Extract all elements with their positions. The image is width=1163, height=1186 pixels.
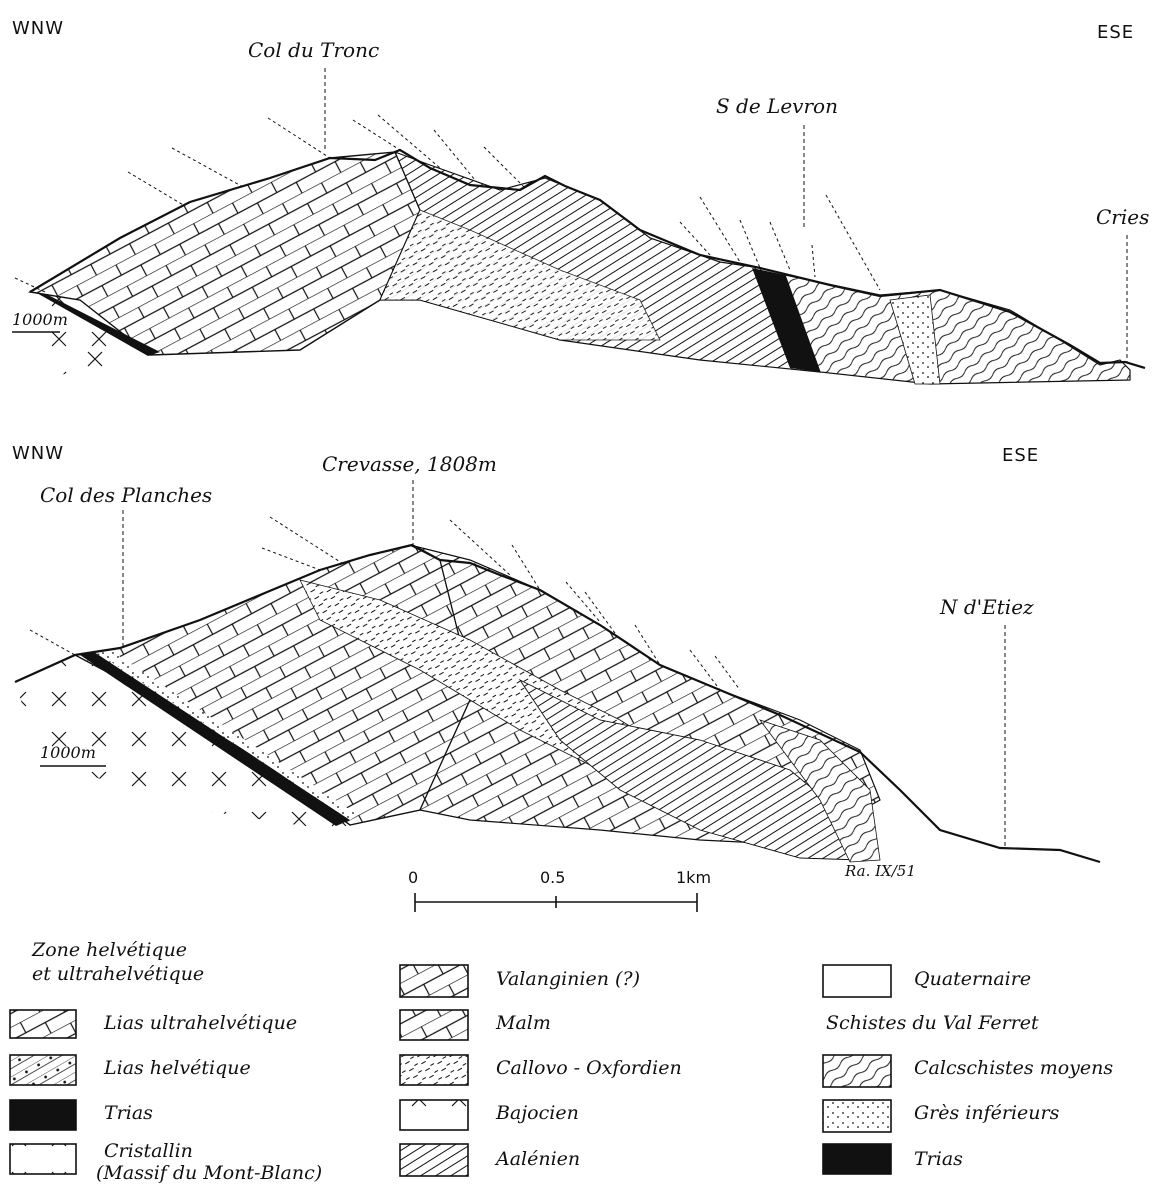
signature: Ra. IX/51	[845, 862, 916, 880]
legend-gres: Grès inférieurs	[914, 1102, 1060, 1124]
legend-valanginien: Valanginien (?)	[496, 968, 641, 990]
top-dir-right: ESE	[1097, 22, 1135, 43]
bottom-scale-label: 1000m	[40, 743, 96, 762]
peak-cries: Cries	[1096, 205, 1150, 229]
bottom-dir-left: WNW	[12, 443, 65, 464]
legend-val-ferret-heading: Schistes du Val Ferret	[826, 1012, 1039, 1034]
legend-quaternaire: Quaternaire	[914, 968, 1032, 990]
peak-n-detiez: N d'Etiez	[940, 595, 1034, 619]
legend-callovo: Callovo - Oxfordien	[496, 1057, 682, 1079]
legend-cristallin: Cristallin	[104, 1140, 193, 1162]
km-scale-bar	[414, 893, 698, 912]
peak-col-du-tronc: Col du Tronc	[248, 38, 380, 62]
legend-trias-2: Trias	[914, 1148, 963, 1170]
legend-lias-ultra: Lias ultrahelvétique	[104, 1012, 298, 1034]
km-tick-0: 0	[408, 868, 419, 887]
bottom-cross-section	[14, 480, 1101, 864]
legend-calcschistes: Calcschistes moyens	[914, 1057, 1114, 1079]
legend-cristallin-sub: (Massif du Mont-Blanc)	[96, 1162, 323, 1184]
legend-malm: Malm	[496, 1012, 551, 1034]
legend-swatches	[9, 964, 892, 1177]
top-dir-left: WNW	[12, 18, 65, 39]
legend-heading-line1: Zone helvétique	[32, 939, 188, 961]
bottom-dir-right: ESE	[1002, 445, 1040, 466]
top-scale-label: 1000m	[12, 310, 68, 329]
legend-lias-helv: Lias helvétique	[104, 1057, 251, 1079]
km-tick-1km: 1km	[676, 868, 712, 887]
legend-trias-1: Trias	[104, 1102, 153, 1124]
km-tick-05: 0.5	[540, 868, 566, 887]
top-cross-section	[12, 68, 1146, 385]
peak-col-des-planches: Col des Planches	[40, 483, 213, 507]
legend-bajocien: Bajocien	[496, 1102, 579, 1124]
peak-crevasse: Crevasse, 1808m	[322, 452, 497, 476]
legend-heading-line2: et ultrahelvétique	[32, 963, 205, 985]
peak-s-de-levron: S de Levron	[716, 94, 838, 118]
legend-aalenien: Aalénien	[496, 1148, 581, 1170]
